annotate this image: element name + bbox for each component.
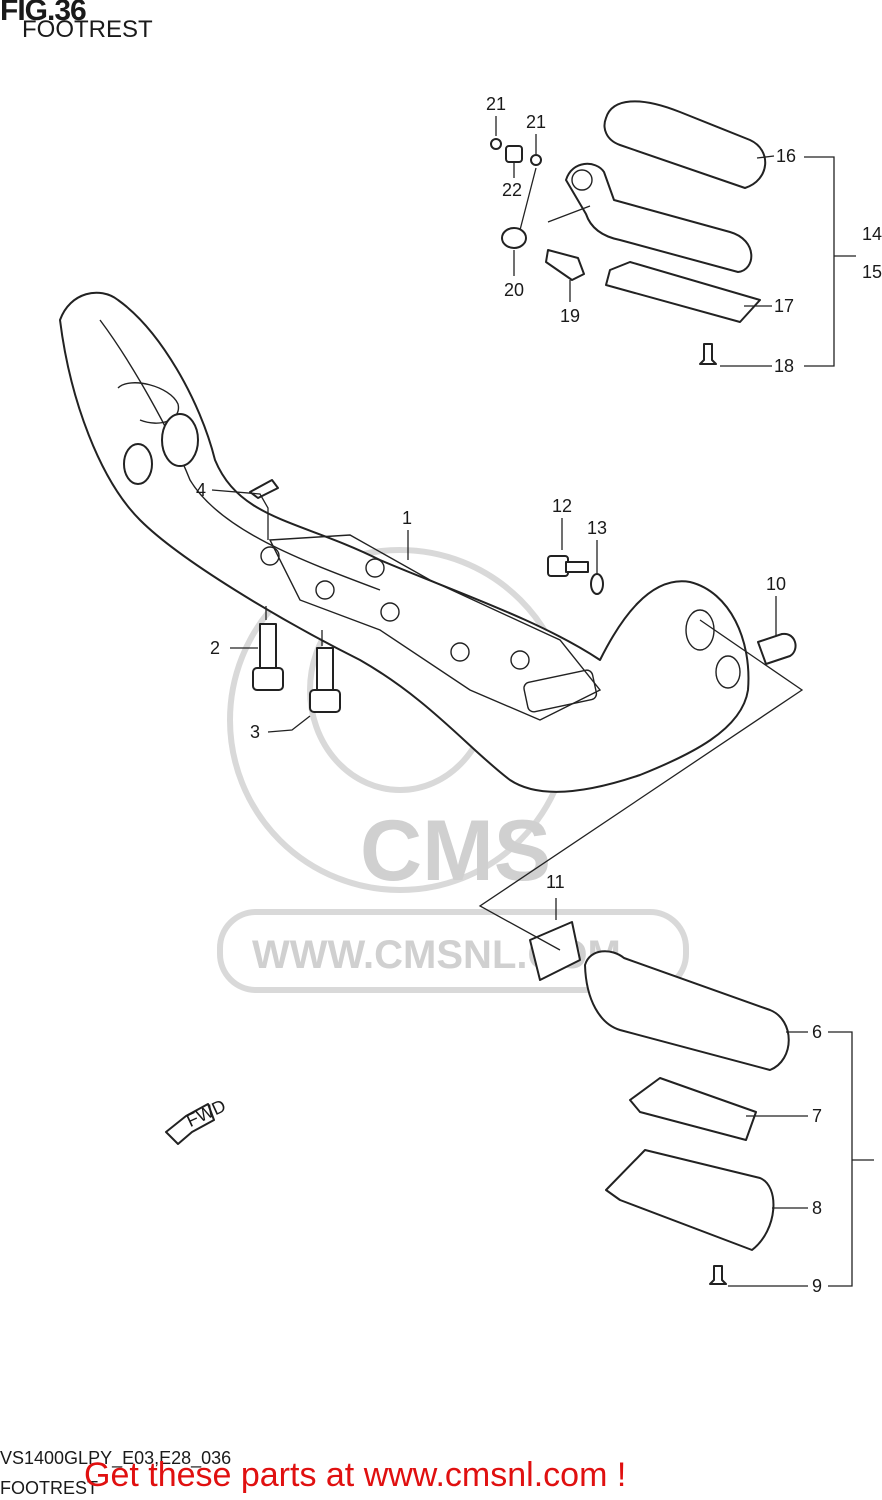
- bolt-3: [309, 647, 341, 713]
- callout-20: 20: [504, 280, 524, 300]
- fwd-arrow-icon: FWD: [165, 1095, 229, 1145]
- callout-11: 11: [546, 872, 565, 892]
- cap-10: [757, 632, 797, 665]
- leader-lines: [211, 116, 874, 1287]
- bolt-2: [252, 623, 284, 691]
- callout-18: 18: [774, 356, 794, 376]
- callout-22: 22: [502, 180, 522, 200]
- callout-21-left: 21: [486, 94, 506, 114]
- callout-16: 16: [776, 146, 796, 166]
- callout-10: 10: [766, 574, 786, 594]
- callout-8: 8: [812, 1198, 822, 1218]
- watermark-brand: CMS: [360, 803, 551, 899]
- callout-2: 2: [210, 638, 220, 658]
- callout-9: 9: [812, 1276, 822, 1296]
- footrest-bracket: [59, 291, 750, 793]
- figure-title: FIG.36: [0, 0, 87, 27]
- callout-6: 6: [812, 1022, 822, 1042]
- callout-15: 15: [862, 262, 882, 282]
- callout-1: 1: [402, 508, 412, 528]
- footrest-assembly-upper: [490, 100, 767, 365]
- figure-subtitle: FOOTREST: [22, 16, 153, 43]
- callout-21-right: 21: [526, 112, 546, 132]
- callout-4: 4: [196, 480, 206, 500]
- clip-4: [249, 479, 279, 499]
- callout-7: 7: [812, 1106, 822, 1126]
- callout-14: 14: [862, 224, 882, 244]
- fwd-label: FWD: [183, 1095, 229, 1130]
- washer-13: [590, 573, 604, 595]
- footrest-assembly-lower: [529, 921, 790, 1285]
- callout-3: 3: [250, 722, 260, 742]
- callout-12: 12: [552, 496, 572, 516]
- cta-link[interactable]: Get these parts at www.cmsnl.com !: [84, 1456, 627, 1494]
- bolt-12: [547, 555, 589, 577]
- callouts: 1 2 3 4 6 7 8 9 10 11 12 13 14 15 16 17 …: [196, 94, 882, 1296]
- footer-subtitle: FOOTREST: [0, 1478, 98, 1498]
- callout-13: 13: [587, 518, 607, 538]
- callout-19: 19: [560, 306, 580, 326]
- model-code: VS1400GLPY_E03,E28_036: [0, 1448, 232, 1468]
- callout-17: 17: [774, 296, 794, 316]
